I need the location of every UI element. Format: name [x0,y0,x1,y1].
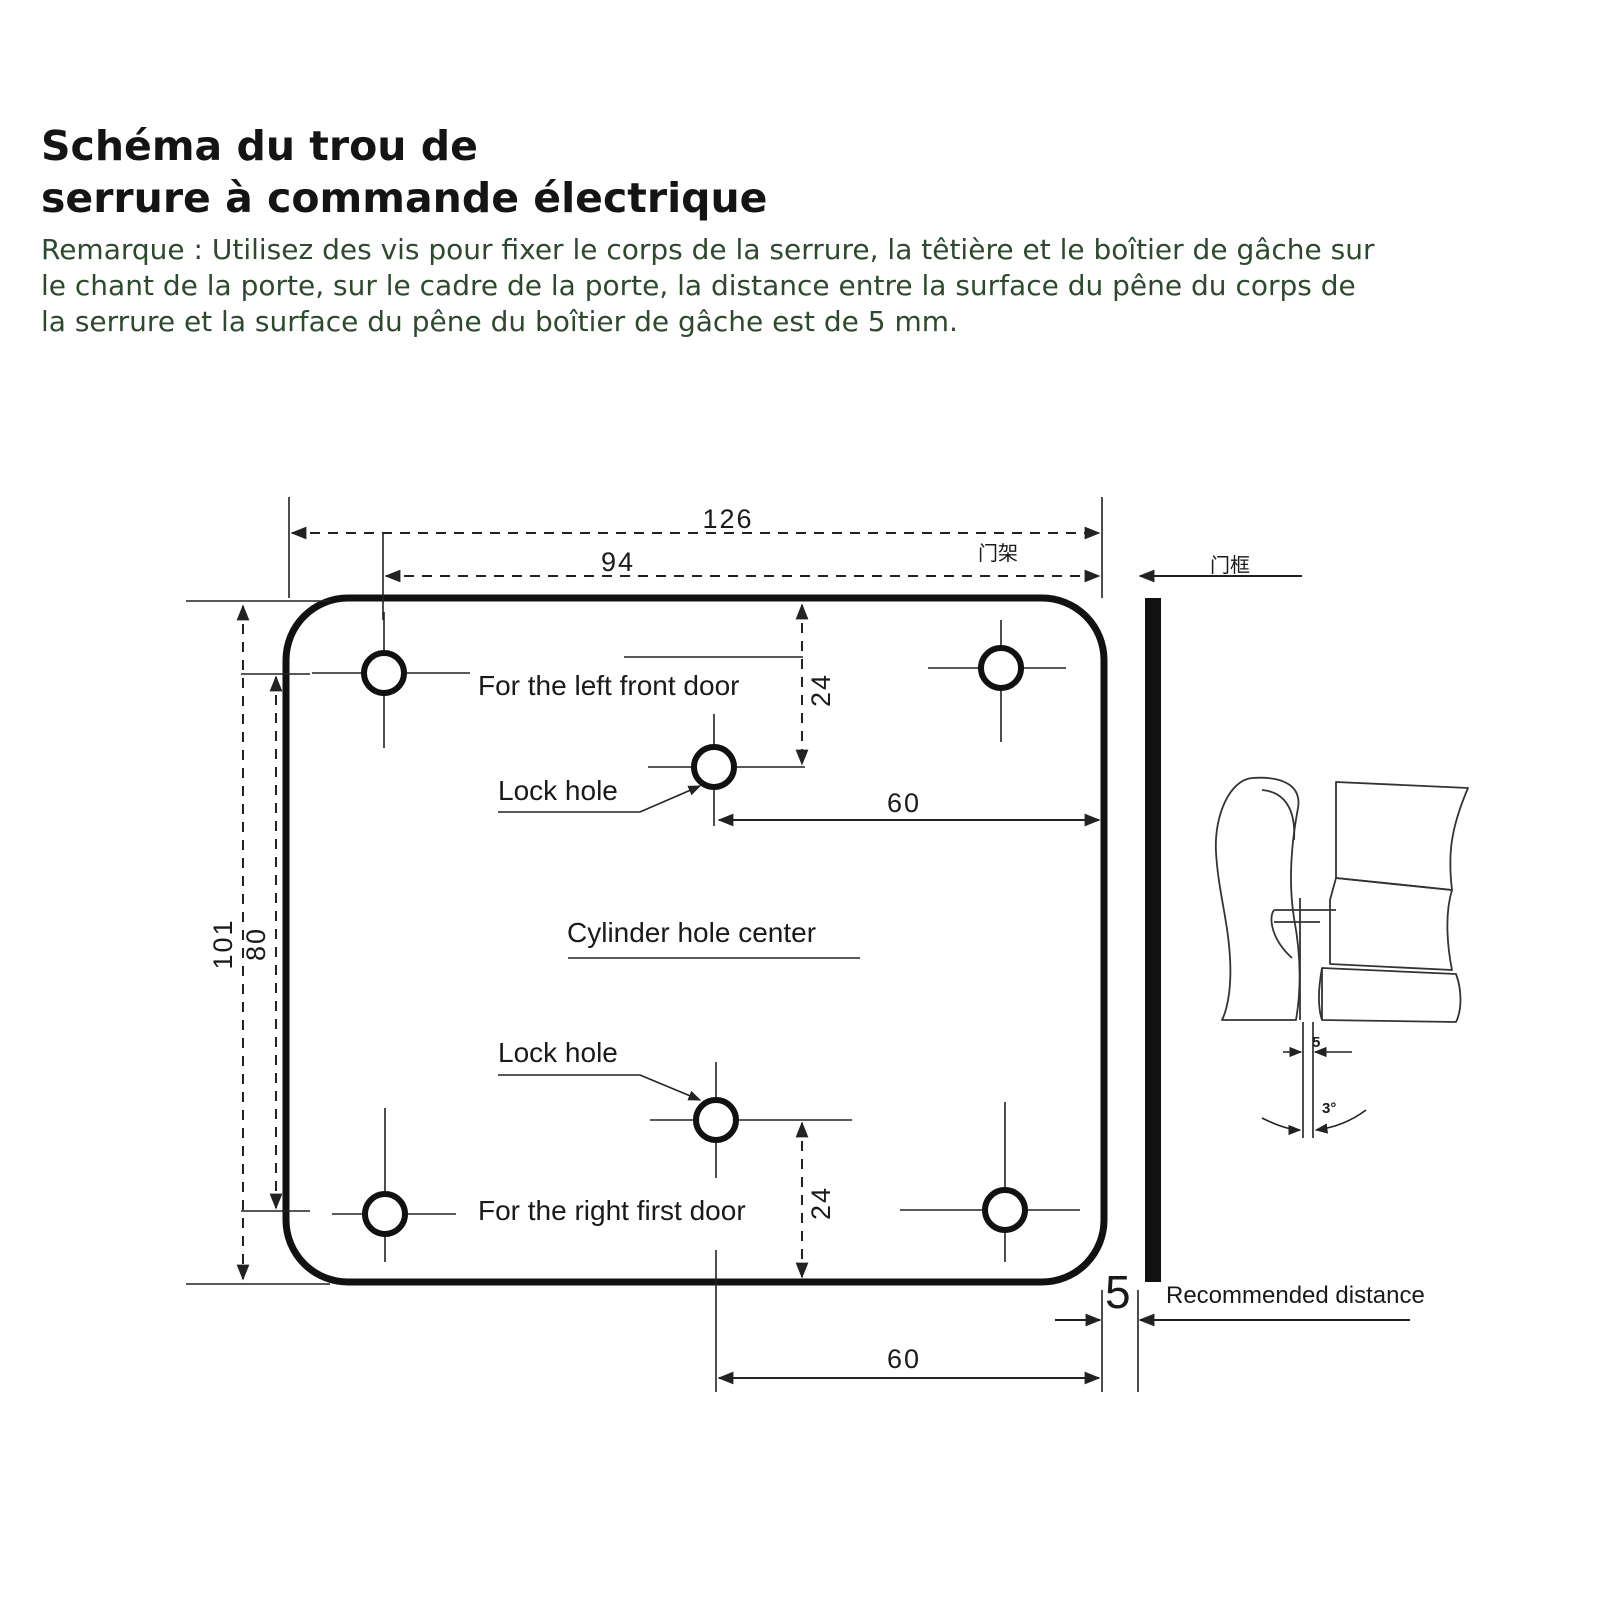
latch-detail-sketch [1215,776,1469,1138]
dim-bottom-lock-to-edge: 60 [887,1344,921,1374]
label-lock-hole-bottom: Lock hole [498,1037,618,1068]
dim-hole-spacing-horizontal: 94 [601,547,635,577]
label-door-frame: 门架 [978,542,1018,565]
note-line-1: Remarque : Utilisez des vis pour fixer l… [41,233,1375,266]
lock-plate-outline [282,594,1108,1286]
label-cylinder-hole-center: Cylinder hole center [567,917,816,948]
label-gap-value: 5 [1105,1266,1131,1318]
dim-hole-spacing-vertical: 80 [241,927,271,961]
dim-bottom-lock-offset: 24 [806,1186,836,1220]
label-recommended-distance: Recommended distance [1166,1282,1425,1309]
dim-overall-height: 101 [208,918,238,969]
installation-note: Remarque : Utilisez des vis pour fixer l… [41,232,1571,340]
title-line-1: Schéma du trou de [41,122,478,170]
mounting-hole-bottom-right [900,1102,1080,1262]
label-lock-hole-top: Lock hole [498,775,618,806]
dim-top-lock-to-edge: 60 [887,788,921,818]
dimension-lines [236,526,1410,1385]
title-line-2: serrure à commande électrique [41,174,768,222]
label-frame: 门框 [1210,554,1250,577]
leader-lines [498,785,702,1101]
note-line-2: le chant de la porte, sur le cadre de la… [41,269,1356,302]
dim-overall-width: 126 [702,504,753,534]
detail-gap-value: 5 [1312,1034,1320,1051]
mounting-hole-bottom-left [332,1108,456,1262]
page-title: Schéma du trou de serrure à commande éle… [41,120,1141,224]
mounting-hole-top-right [928,620,1066,742]
mounting-hole-top-left [312,612,470,748]
label-right-first-door: For the right first door [478,1195,746,1226]
lock-hole-top [648,714,805,826]
lock-hole-bottom [650,1062,852,1178]
note-line-3: la serrure et la surface du pêne du boît… [41,305,958,338]
dim-top-lock-offset: 24 [806,673,836,707]
detail-angle-value: 3° [1322,1100,1336,1117]
label-left-front-door: For the left front door [478,670,739,701]
extension-lines [186,497,1139,1392]
strike-plate [1145,598,1161,1282]
